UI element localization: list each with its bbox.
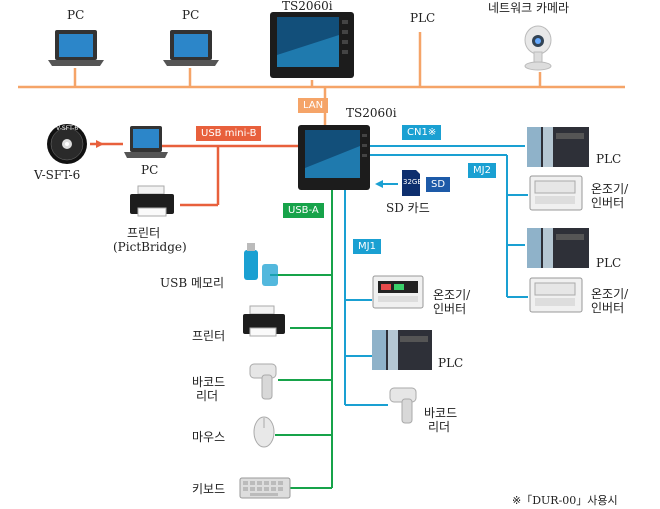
usb-a-lines [270, 190, 333, 489]
pictbridge-printer-label-2: (PictBridge) [113, 240, 187, 254]
hmi-panel-icon [298, 125, 370, 190]
usb-mini-b-lines [90, 142, 298, 207]
right-temp-controller-2-label-1: 온조기/ [591, 287, 629, 301]
sd-tag: SD [426, 177, 451, 192]
arrow-icons [92, 140, 398, 188]
usb-a-tag: USB-A [283, 203, 324, 218]
top-hmi-label: TS2060i [282, 0, 333, 13]
network-camera-icon [524, 25, 552, 71]
plc-icon [527, 127, 589, 167]
right-temp-controller-1-label-1: 온조기/ [591, 182, 629, 196]
mj1-tag: MJ1 [353, 239, 381, 254]
usb-barcode-label-1: 바코드 [192, 375, 226, 389]
temperature-controller-icon [529, 175, 583, 211]
mj2-tag: MJ2 [468, 163, 496, 178]
right-temp-controller-1-label-2: 인버터 [591, 196, 625, 210]
laptop-icon [48, 30, 104, 66]
mouse-label: 마우스 [192, 430, 226, 444]
keyboard-label: 키보드 [192, 482, 226, 496]
footnote: ※「DUR-00」사용시 [512, 494, 618, 507]
left-pc-label: PC [141, 163, 159, 177]
mj1-plc-label: PLC [438, 356, 464, 370]
serial-lines [344, 145, 528, 406]
temperature-controller-icon [529, 277, 583, 313]
cd-disc-icon [47, 124, 87, 164]
usb-printer-label: 프린터 [192, 329, 226, 343]
sd-card-capacity: 32GB [403, 178, 423, 186]
sd-card-icon [402, 170, 420, 196]
temperature-controller-icon [372, 275, 424, 309]
arrow-sd-to-hmi-icon [375, 180, 383, 188]
sd-card-label: SD 카드 [386, 201, 430, 215]
usb-mini-b-tag: USB mini-B [196, 126, 262, 141]
printer-icon [130, 185, 174, 217]
top-pc-2-label: PC [182, 8, 200, 22]
v-sft-label: V-SFT-6 [34, 168, 81, 182]
lan-tag: LAN [298, 98, 329, 113]
right-plc-1-label: PLC [596, 152, 622, 166]
barcode-reader-icon [389, 387, 417, 424]
mj1-barcode-label-2: 리더 [428, 420, 451, 434]
usb-memory-icon [244, 243, 278, 286]
center-hmi-label: TS2060i [346, 106, 397, 120]
right-plc-2-label: PLC [596, 256, 622, 270]
lan-lines [18, 32, 625, 125]
keyboard-icon [239, 477, 291, 499]
pictbridge-printer-label-1: 프린터 [127, 226, 161, 240]
top-pc-1-label: PC [67, 8, 85, 22]
mouse-icon [253, 416, 275, 448]
printer-icon [243, 305, 285, 337]
mj1-temp-controller-label-1: 온조기/ [433, 288, 471, 302]
hmi-panel-icon [270, 12, 354, 78]
mj1-barcode-label-1: 바코드 [424, 406, 458, 420]
laptop-icon [124, 126, 168, 158]
cd-disc-text: V-SFT-6 [56, 125, 79, 132]
usb-memory-label: USB 메모리 [160, 276, 225, 290]
laptop-icon [163, 30, 219, 66]
network-camera-label: 네트워크 카메라 [488, 1, 570, 15]
plc-icon [372, 330, 432, 370]
top-plc-label: PLC [410, 11, 436, 25]
mj1-temp-controller-label-2: 인버터 [433, 302, 467, 316]
right-temp-controller-2-label-2: 인버터 [591, 301, 625, 315]
usb-barcode-label-2: 리더 [196, 389, 219, 403]
barcode-reader-icon [249, 363, 277, 400]
plc-icon [527, 228, 589, 268]
cn1-tag: CN1※ [402, 125, 442, 140]
